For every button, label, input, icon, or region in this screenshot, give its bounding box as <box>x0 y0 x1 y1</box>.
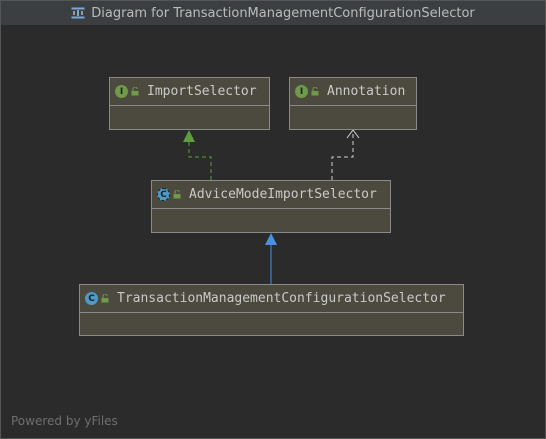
diagram-edges <box>183 129 360 284</box>
edge-extends-advice-mode <box>265 233 277 284</box>
extends-arrowhead-icon <box>265 233 277 245</box>
unlocked-icon <box>101 294 109 303</box>
powered-by-label: Powered by yFiles <box>11 414 118 428</box>
interface-icon: I <box>295 85 308 98</box>
node-header: I Annotation <box>290 78 416 106</box>
diagram-icon <box>71 7 85 19</box>
diagram-canvas[interactable]: I ImportSelector I Annotation <box>1 26 545 438</box>
node-annotation[interactable]: I Annotation <box>289 77 417 130</box>
title-bar: Diagram for TransactionManagementConfigu… <box>1 1 545 26</box>
node-advice-mode-import-selector[interactable]: C AdviceModeImportSelector <box>151 180 391 233</box>
node-header: C TransactionManagementConfigurationSele… <box>80 285 463 313</box>
edge-dependency-annotation <box>331 129 360 180</box>
node-label: Annotation <box>327 84 406 99</box>
unlocked-icon <box>311 87 319 96</box>
node-label: ImportSelector <box>147 84 257 99</box>
class-icon: C <box>85 292 98 305</box>
interface-icon: I <box>115 85 128 98</box>
node-header: C AdviceModeImportSelector <box>152 181 390 209</box>
node-label: AdviceModeImportSelector <box>189 187 377 202</box>
node-header: I ImportSelector <box>110 78 269 106</box>
abstract-class-icon: C <box>157 188 170 201</box>
node-label: TransactionManagementConfigurationSelect… <box>117 291 446 306</box>
window-title: Diagram for TransactionManagementConfigu… <box>91 5 475 21</box>
implements-arrowhead-icon <box>183 130 195 142</box>
edge-implements-import-selector <box>183 130 212 180</box>
unlocked-icon <box>131 87 139 96</box>
node-import-selector[interactable]: I ImportSelector <box>109 77 270 130</box>
dependency-arrowhead-icon <box>346 129 360 139</box>
unlocked-icon <box>173 190 181 199</box>
node-transaction-management-configuration-selector[interactable]: C TransactionManagementConfigurationSele… <box>79 284 464 336</box>
